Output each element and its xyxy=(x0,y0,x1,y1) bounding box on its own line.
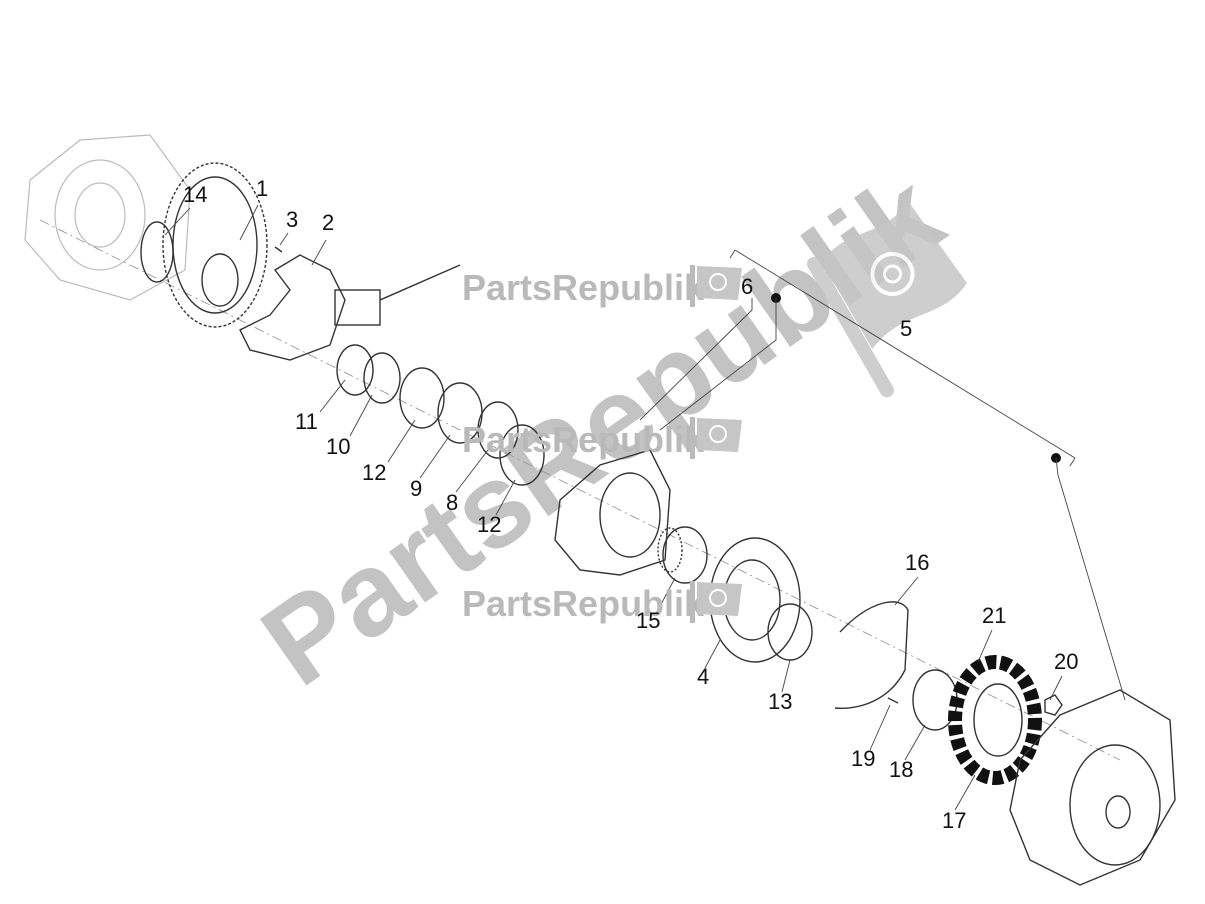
callout-3: 3 xyxy=(286,207,298,232)
watermark-3: PartsRepublik xyxy=(462,581,742,624)
watermark-2: PartsRepublik xyxy=(462,417,742,460)
part-12-seal xyxy=(399,367,445,429)
callout-5: 5 xyxy=(900,316,912,341)
callout-16: 16 xyxy=(905,550,929,575)
callout-1: 1 xyxy=(256,176,268,201)
callout-4: 4 xyxy=(697,664,709,689)
callout-8: 8 xyxy=(446,490,458,515)
bearing-plate-part xyxy=(554,449,671,576)
callout-9: 9 xyxy=(410,476,422,501)
gear-icon xyxy=(709,273,727,291)
callout-12: 12 xyxy=(362,460,386,485)
watermark-flag-icon xyxy=(806,201,967,398)
svg-text:PartsRepublik: PartsRepublik xyxy=(462,583,705,624)
callout-20: 20 xyxy=(1054,649,1078,674)
part-3-pin xyxy=(274,246,283,253)
callout-14: 14 xyxy=(183,182,207,207)
callout-10: 10 xyxy=(326,434,350,459)
part-11-circlip xyxy=(336,344,374,396)
callout-15: 15 xyxy=(636,608,660,633)
callout-12b: 12 xyxy=(477,512,501,537)
part-8-ring xyxy=(477,401,519,459)
callout-6: 6 xyxy=(741,274,753,299)
part-16-sensor-cable xyxy=(834,601,909,709)
callout-2: 2 xyxy=(322,210,334,235)
part-15-clutch xyxy=(657,526,708,584)
part-17-stator xyxy=(948,655,1042,785)
gear-icon xyxy=(870,251,915,296)
left-housing-part xyxy=(24,134,191,301)
callout-13: 13 xyxy=(768,689,792,714)
callout-17: 17 xyxy=(942,808,966,833)
leader-lines xyxy=(164,204,1063,811)
callout-18: 18 xyxy=(889,757,913,782)
part-19-screw xyxy=(887,697,899,704)
kit-bracket xyxy=(639,249,1126,701)
gear-icon xyxy=(709,589,727,607)
part-2-brush-plate xyxy=(239,254,461,361)
watermark-1: PartsRepublik xyxy=(462,265,742,308)
part-13-washer xyxy=(767,603,813,661)
part-1-gear xyxy=(162,162,268,328)
callout-11: 11 xyxy=(295,409,318,434)
svg-text:PartsRepublik: PartsRepublik xyxy=(462,267,705,308)
part-20-clip xyxy=(1044,694,1063,716)
callouts: 14 1 3 2 6 5 11 10 12 9 8 12 15 16 4 13 … xyxy=(183,176,1078,833)
motor-housing-part xyxy=(1009,689,1176,886)
callout-19: 19 xyxy=(851,746,875,771)
part-12-seal-b xyxy=(499,424,545,486)
svg-text:PartsRepublik: PartsRepublik xyxy=(462,419,705,460)
callout-21: 21 xyxy=(982,603,1006,628)
gear-icon xyxy=(709,425,727,443)
part-10-ring xyxy=(363,352,401,404)
